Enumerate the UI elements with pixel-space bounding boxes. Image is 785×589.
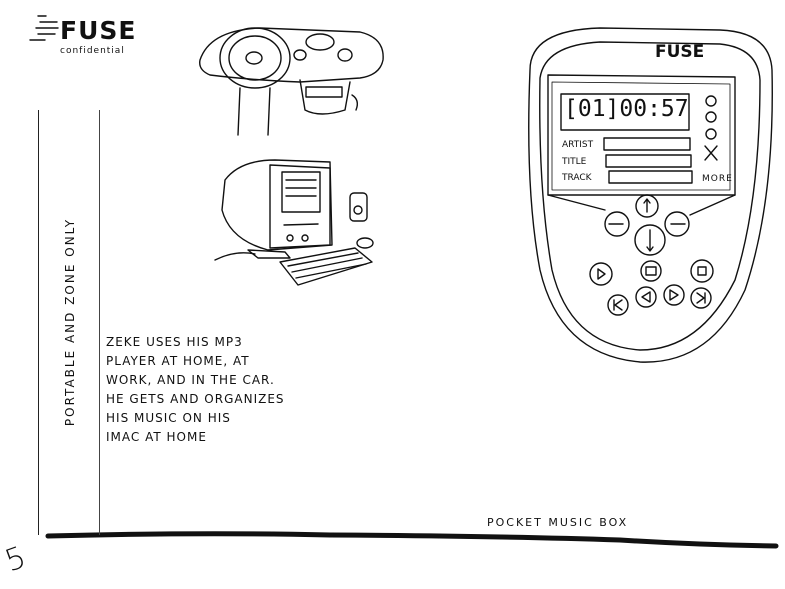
logo-text: FUSE bbox=[60, 16, 137, 45]
forward-icon[interactable] bbox=[663, 284, 685, 306]
sidebar-label: Portable and Zone Only bbox=[63, 217, 77, 427]
skip-forward-icon[interactable] bbox=[690, 287, 712, 309]
imac-computer-sketch bbox=[214, 159, 374, 286]
down-arrow-icon[interactable] bbox=[634, 224, 666, 256]
logo-subtitle: confidential bbox=[60, 46, 125, 56]
right-arrow-icon[interactable] bbox=[664, 211, 690, 237]
sidebar-bar: Portable and Zone Only bbox=[38, 110, 100, 535]
smiley-happy-icon bbox=[705, 95, 717, 107]
rewind-icon[interactable] bbox=[635, 286, 657, 308]
play-icon[interactable] bbox=[589, 262, 613, 286]
smiley-sad-icon bbox=[705, 128, 717, 140]
description-line: He gets and organizes bbox=[106, 392, 285, 406]
smiley-neutral-icon bbox=[705, 111, 717, 123]
display-time: [01]00:57 bbox=[564, 96, 689, 122]
description-line: work, and in the car. bbox=[106, 373, 275, 387]
description-line: Zeke uses his MP3 bbox=[106, 335, 243, 349]
pause-icon[interactable] bbox=[640, 260, 662, 282]
caption: Pocket Music Box bbox=[487, 516, 629, 529]
dancer-icon bbox=[704, 145, 718, 161]
stop-icon[interactable] bbox=[690, 259, 714, 283]
car-dashboard-sketch bbox=[199, 27, 384, 136]
device-brand: FUSE bbox=[655, 42, 705, 62]
description-line: iMac at home bbox=[106, 430, 207, 444]
scenario-description: Zeke uses his MP3 player at home, at wor… bbox=[106, 333, 336, 447]
left-arrow-icon[interactable] bbox=[604, 211, 630, 237]
description-line: his music on his bbox=[106, 411, 231, 425]
field-label-title: Title bbox=[562, 157, 587, 167]
description-line: player at home, at bbox=[106, 354, 250, 368]
up-arrow-icon[interactable] bbox=[635, 194, 659, 218]
field-label-artist: Artist bbox=[562, 140, 594, 150]
skip-back-icon[interactable] bbox=[607, 294, 629, 316]
baseline-divider bbox=[45, 531, 779, 549]
mp3-player-device bbox=[528, 27, 773, 363]
fuse-logo-icon bbox=[29, 15, 59, 41]
device-buttons bbox=[589, 194, 714, 316]
more-button[interactable]: More bbox=[702, 174, 733, 184]
field-label-track: Track bbox=[562, 173, 592, 183]
